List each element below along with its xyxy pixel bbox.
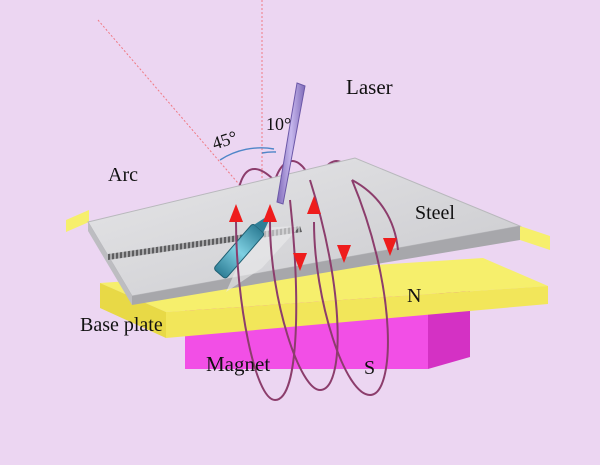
magnet-label: Magnet — [206, 352, 270, 376]
base-plate — [100, 258, 548, 338]
arc-label: Arc — [108, 164, 138, 186]
steel-label: Steel — [415, 202, 455, 224]
laser-label: Laser — [346, 75, 393, 99]
magnetic-field-front — [235, 179, 399, 402]
base-plate-label: Base plate — [80, 314, 163, 336]
arrow-up-1 — [229, 204, 243, 222]
field-arrows — [229, 196, 397, 271]
angle-marks — [219, 147, 277, 161]
angle-10-label: 10° — [266, 114, 291, 134]
arrow-up-2 — [263, 204, 277, 222]
laser-head — [276, 82, 306, 205]
arrow-down-2 — [337, 245, 351, 263]
north-pole-label: N — [407, 285, 421, 307]
arrow-down-3 — [383, 238, 397, 256]
south-pole-label: S — [364, 357, 375, 379]
arrow-up-3 — [307, 196, 321, 214]
arrow-down-1 — [293, 253, 307, 271]
